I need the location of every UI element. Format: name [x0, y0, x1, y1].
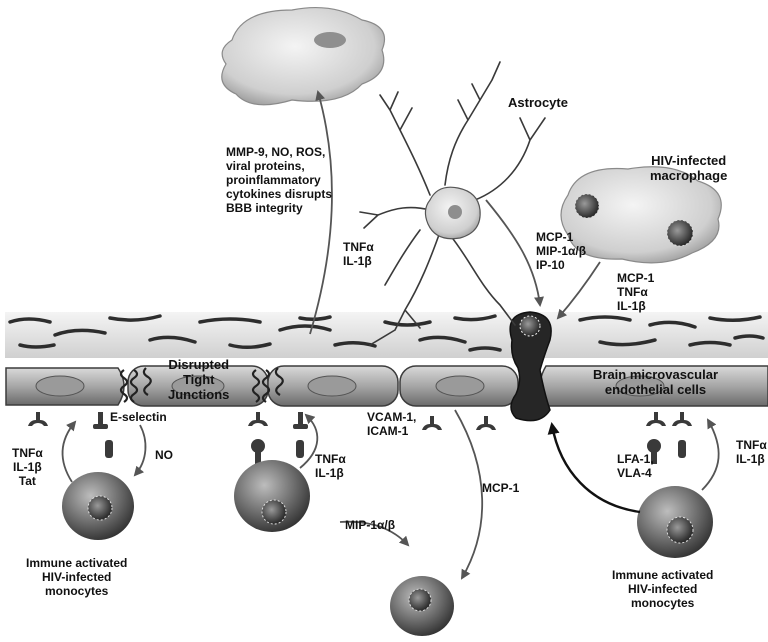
label-disrupted-tight-junctions: Disrupted Tight Junctions — [168, 357, 229, 402]
label-lfa: LFA-1, VLA-4 — [617, 452, 654, 480]
label-vcam: VCAM-1, ICAM-1 — [367, 410, 416, 438]
label-e-selectin: E-selectin — [110, 410, 167, 424]
monocyte-left — [62, 472, 134, 540]
arrow-right-mono-up — [702, 420, 719, 490]
arrow-astro-to-transmigrating — [486, 200, 540, 305]
monocyte-bottom — [390, 576, 454, 636]
label-mcp1: MCP-1 — [482, 481, 519, 495]
label-tnf-il-tat: TNFα IL-1β Tat — [12, 446, 43, 488]
label-no: NO — [155, 448, 173, 462]
arrow-left-mono-up — [63, 422, 75, 482]
monocyte-right — [637, 486, 713, 558]
label-bbb-disrupt: MMP-9, NO, ROS, viral proteins, proinfla… — [226, 145, 332, 215]
label-astrocyte: Astrocyte — [508, 95, 568, 110]
label-tnf-il-mid: TNFα IL-1β — [315, 452, 346, 480]
label-astro-chemokines: MCP-1 MIP-1α/β IP-10 — [536, 230, 586, 272]
arrow-mcp1-down — [455, 410, 482, 578]
label-monocytes-right: Immune activated HIV-infected monocytes — [612, 568, 713, 610]
astrocyte-body — [425, 187, 480, 239]
label-mip1: MIP-1α/β — [345, 518, 395, 532]
label-endothelial-cells: Brain microvascular endothelial cells — [593, 367, 718, 397]
top-cell — [222, 8, 385, 105]
label-tnf-il-right: TNFα IL-1β — [736, 438, 767, 466]
label-monocytes-left: Immune activated HIV-infected monocytes — [26, 556, 127, 598]
arrow-no — [135, 425, 145, 475]
label-macro-cytokines: MCP-1 TNFα IL-1β — [617, 271, 654, 313]
monocyte-middle — [234, 460, 310, 532]
label-hiv-macrophage: HIV-infected macrophage — [650, 153, 727, 183]
label-tnf-il-top: TNFα IL-1β — [343, 240, 374, 268]
